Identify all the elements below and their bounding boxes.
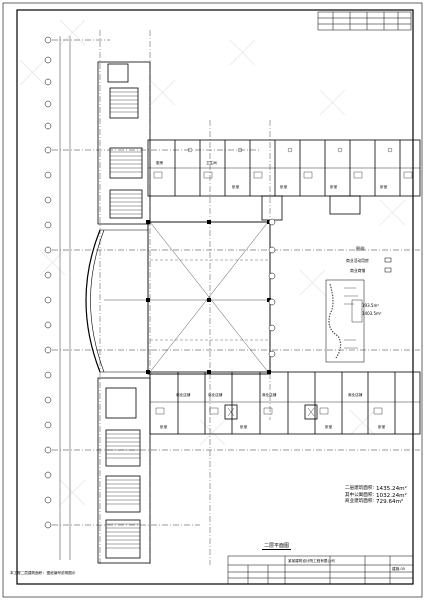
axis-bubbles-right (268, 218, 276, 358)
legend-item-commercial-activity: 商业活动用房 (346, 258, 369, 263)
core-tower-bottom (97, 377, 151, 564)
room-label: 卫生间 (206, 160, 217, 165)
room-label: 商业店铺 (176, 392, 191, 397)
stair-treads-bottom (106, 433, 140, 549)
area-statistics: 二层建筑面积: 1435.24m² 其中公寓面积: 1032.24m² 商业建筑… (338, 486, 418, 506)
upper-wing (147, 139, 421, 221)
room-label: 卧室 (160, 424, 168, 429)
atrium-columns (146, 220, 271, 374)
room-label: 卧室 (380, 184, 388, 189)
room-label: 卧室 (232, 184, 240, 189)
legend (384, 257, 392, 273)
atrium (85, 221, 271, 375)
title-block (227, 555, 414, 585)
room-label: 卧室 (330, 184, 338, 189)
stat-label: 商业建筑面积: (344, 499, 374, 505)
lower-wing-fixtures (155, 407, 383, 417)
stat-row-total: 二层建筑面积: 1435.24m² (338, 486, 418, 493)
room-labels: 厨房 卫生间 卧室 卧室 卧室 卧室 卧室 卧室 卧室 卧室 商业店铺 商业店铺… (156, 160, 388, 429)
title-block-drawing-number: 建施-05 (392, 566, 405, 571)
lower-wing (149, 371, 421, 435)
legend-item-shop: 商业商铺 (350, 268, 365, 273)
axis-bubbles-left (44, 36, 52, 529)
room-label: 卧室 (325, 424, 333, 429)
bottom-note: 本工程二层建筑面积: 图纸编号说明图示 (10, 571, 76, 575)
room-label: 卧室 (240, 424, 248, 429)
plan-title: 二层平面图 (262, 543, 292, 550)
stair-treads-top (110, 91, 142, 215)
room-label: 商业店铺 (208, 392, 223, 397)
revision-table (317, 11, 412, 31)
title-block-company: 某某建筑设计院工程有限公司 (288, 558, 335, 563)
stat-label: 其中公寓面积: (344, 492, 374, 498)
watermark-pattern (19, 19, 406, 506)
room-label: 厨房 (156, 160, 164, 165)
stat-label: 二层建筑面积: (344, 486, 374, 491)
stat-value: 729.64m² (376, 499, 404, 506)
room-label: 商业店铺 (348, 392, 363, 397)
upper-wing-fixtures (153, 147, 413, 179)
inset-detail (325, 279, 365, 363)
dimension-lines-left (52, 36, 420, 560)
inset-area-a: 193.5m² (362, 303, 379, 308)
core-tower-top (97, 61, 151, 225)
room-label: 卧室 (378, 424, 386, 429)
stat-value: 1435.24m² (376, 486, 407, 492)
stat-value: 1032.24m² (376, 492, 407, 499)
grid-axes-vertical (99, 30, 271, 565)
room-label: 商业店铺 (262, 392, 277, 397)
stat-row-apartment: 其中公寓面积: 1032.24m² (338, 493, 418, 500)
inset-area-b: 1403.5m² (362, 311, 382, 316)
stat-row-commercial: 商业建筑面积: 729.64m² (338, 499, 418, 506)
legend-title: 图例 (356, 245, 364, 252)
room-label: 卧室 (280, 184, 288, 189)
